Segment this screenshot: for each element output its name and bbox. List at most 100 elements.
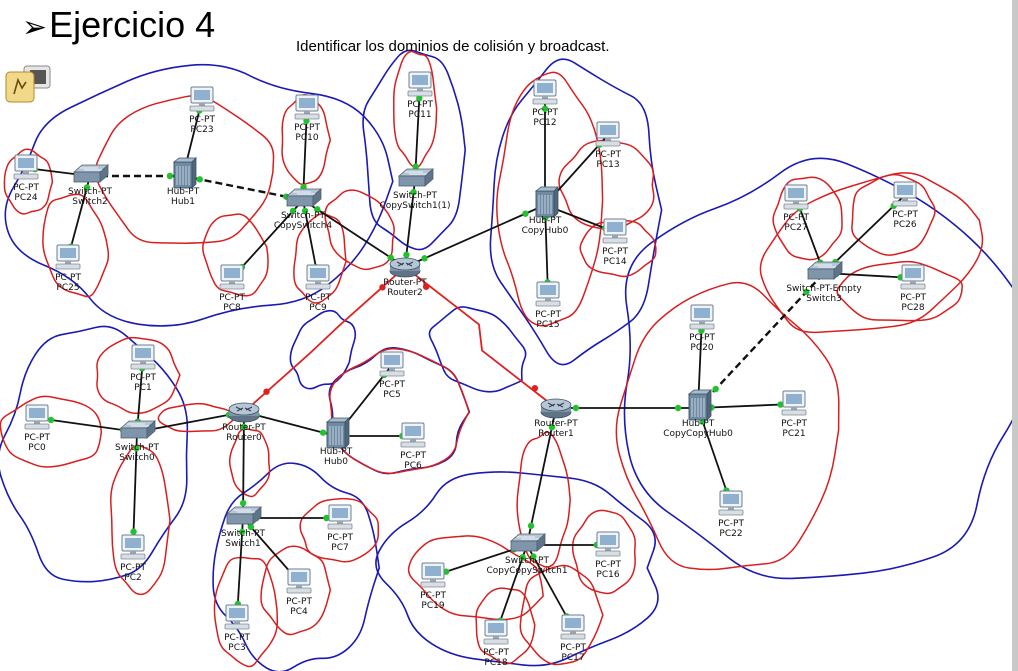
port-indicator — [572, 404, 580, 412]
device-type-label: Hub-PT — [167, 187, 200, 197]
device-name-label: PC3 — [228, 643, 245, 653]
device-type-label: PC-PT — [55, 273, 81, 283]
collision-domain-outline — [299, 497, 380, 563]
port-indicator — [803, 288, 810, 296]
devices-layer: PC-PTPC24Switch-PTSwitch2PC-PTPC25Hub-PT… — [13, 71, 926, 668]
collision-domain-outline — [202, 213, 269, 297]
port-indicator — [674, 404, 682, 412]
broadcast-domain-outline — [375, 471, 659, 667]
collision-domain-outline — [496, 71, 604, 327]
device-type-label: PC-PT — [286, 597, 312, 607]
port-indicator — [541, 105, 549, 112]
device-type-label: Hub-PT — [320, 447, 353, 457]
port-indicator — [47, 416, 55, 424]
device-name-label: PC26 — [893, 220, 916, 230]
collision-domain-outline — [836, 260, 963, 322]
port-indicator — [777, 401, 784, 408]
port-indicator — [712, 385, 719, 393]
collision-domain-outline — [772, 176, 843, 261]
port-indicator — [314, 206, 321, 213]
device-type-label: Switch-PT — [505, 556, 549, 566]
device-name-label: PC2 — [124, 573, 141, 583]
device-name-label: CopyHub0 — [522, 226, 569, 236]
port-indicator — [196, 176, 203, 183]
device-type-label: Switch-PT — [221, 529, 265, 539]
device-name-label: PC8 — [223, 303, 241, 313]
collision-domain-outline — [260, 545, 332, 636]
device-name-label: Switch2 — [72, 197, 107, 207]
link-router2-router0 — [243, 266, 406, 413]
collision-domain-outline — [571, 509, 636, 595]
device-type-label: Switch-PT — [393, 191, 437, 201]
port-indicator — [527, 522, 535, 530]
port-indicator — [247, 523, 255, 531]
device-name-label: PC24 — [14, 193, 37, 203]
device-type-label: Switch-PT-Empty — [786, 284, 862, 294]
device-type-label: PC-PT — [781, 419, 807, 429]
title-text: Ejercicio 4 — [49, 4, 216, 45]
device-name-label: Router0 — [226, 433, 262, 443]
device-name-label: PC20 — [690, 343, 713, 353]
device-type-label: PC-PT — [224, 633, 250, 643]
device-name-label: Hub1 — [171, 197, 195, 207]
device-name-label: PC12 — [533, 118, 556, 128]
device-name-label: PC4 — [290, 607, 308, 617]
broadcast-domain-outline — [212, 462, 381, 671]
device-type-label: PC-PT — [595, 560, 621, 570]
device-name-label: PC10 — [295, 133, 318, 143]
collision-domain-outline — [42, 193, 110, 298]
port-indicator — [410, 188, 417, 196]
note-icon[interactable] — [4, 62, 54, 106]
device-type-label: PC-PT — [535, 310, 561, 320]
device-type-label: PC-PT — [407, 100, 433, 110]
collision-domain-outline — [324, 189, 395, 271]
link-cpcphub0-sw3 — [697, 272, 825, 409]
device-type-label: PC-PT — [483, 648, 509, 658]
device-name-label: Router1 — [538, 429, 574, 439]
collision-domain-outline — [519, 564, 604, 666]
